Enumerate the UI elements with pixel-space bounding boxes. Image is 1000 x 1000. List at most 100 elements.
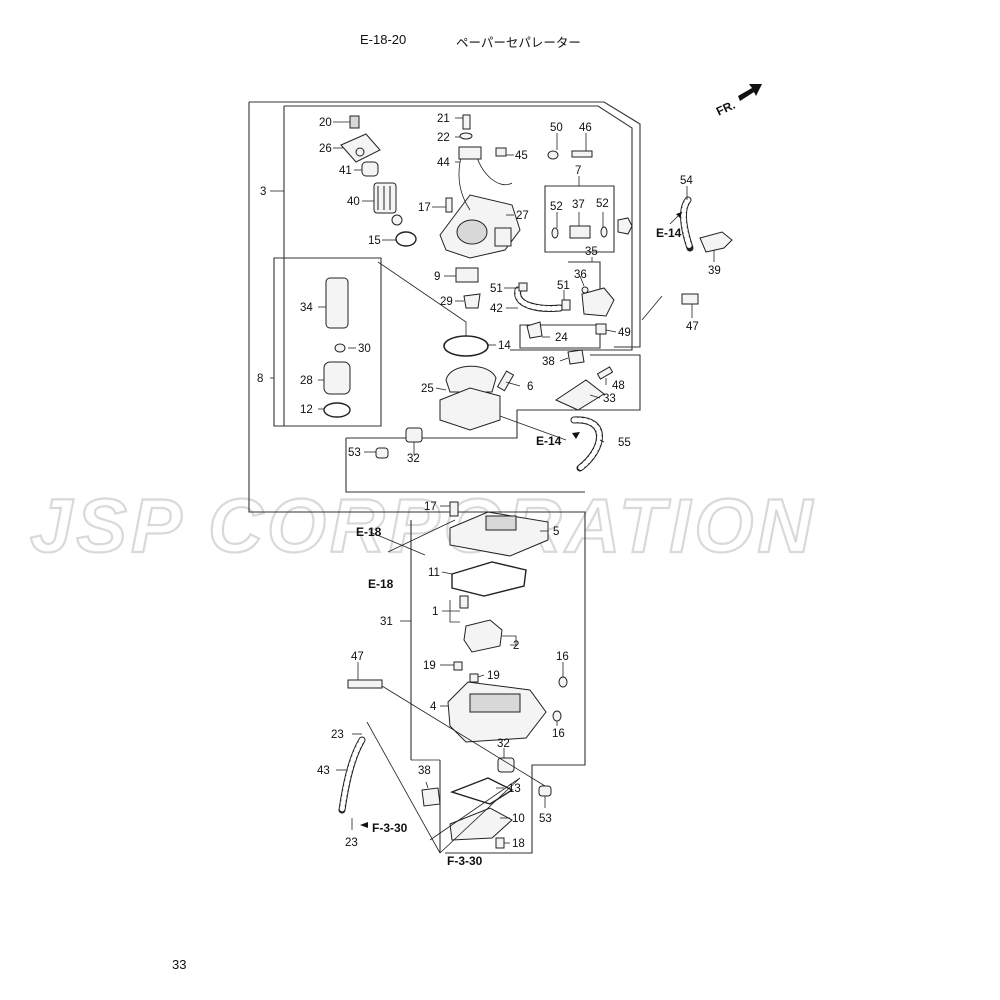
- part-32-grommet-2: [497, 757, 515, 773]
- callout-49: 49: [618, 327, 631, 339]
- callout-35: 35: [585, 246, 598, 258]
- part-48-bolt: [596, 366, 614, 380]
- part-34-fuel-pump: [325, 277, 349, 329]
- callout-47a: 47: [686, 321, 699, 333]
- filter-subassembly-frame: [273, 257, 382, 427]
- part-35-fitting: [581, 287, 615, 317]
- part-41-spring: [361, 161, 379, 177]
- part-50-washer: [547, 150, 559, 160]
- callout-41: 41: [339, 165, 352, 177]
- assembly-3-frame: [249, 101, 641, 348]
- callout-labels: 20 26 41 40 3 15 21 22 44 45 17 27 50 46…: [257, 113, 721, 850]
- bracket-7-frame: [544, 185, 615, 253]
- callout-28: 28: [300, 375, 313, 387]
- callout-8: 8: [257, 373, 263, 385]
- callout-11: 11: [428, 567, 440, 579]
- callout-15: 15: [368, 235, 381, 247]
- ref-e18-lower: E-18: [368, 577, 394, 591]
- ref-f330-left-arrow-icon: [360, 822, 368, 828]
- callout-6: 6: [527, 381, 533, 393]
- part-12-seal: [323, 402, 351, 418]
- callout-32a: 32: [407, 453, 420, 465]
- callout-38a: 38: [542, 356, 555, 368]
- part-45-clip: [495, 147, 507, 157]
- part-5-label: [485, 515, 517, 531]
- callout-16b: 16: [552, 728, 565, 740]
- ref-e18-upper: E-18: [356, 525, 382, 539]
- callout-53a: 53: [348, 447, 361, 459]
- part-32-grommet: [405, 427, 423, 443]
- part-15-seal-ring: [395, 231, 417, 247]
- callout-52b: 52: [596, 198, 609, 210]
- callout-52a: 52: [550, 201, 563, 213]
- callout-53b: 53: [539, 813, 552, 825]
- page-number: 33: [172, 957, 187, 972]
- callout-2: 2: [513, 640, 519, 652]
- fitting-frame: [519, 324, 601, 349]
- callout-48: 48: [612, 380, 625, 392]
- callout-43: 43: [317, 765, 330, 777]
- callout-22: 22: [437, 132, 450, 144]
- ref-f330-bottom: F-3-30: [447, 854, 483, 868]
- callout-10: 10: [512, 813, 525, 825]
- callout-36: 36: [574, 269, 587, 281]
- part-25-body: [439, 387, 501, 431]
- callout-33: 33: [603, 393, 616, 405]
- callout-39: 39: [708, 265, 721, 277]
- callout-37: 37: [572, 199, 585, 211]
- assembly-frames: [248, 101, 641, 854]
- part-21-bolt: [462, 114, 471, 130]
- part-1-sensor: [459, 595, 469, 609]
- part-49-plug: [595, 323, 607, 335]
- parts: [323, 114, 733, 849]
- ref-e14-top-arrow-icon: [676, 212, 682, 218]
- part-38-clip: [567, 349, 585, 365]
- callout-19a: 19: [423, 660, 436, 672]
- callout-21: 21: [437, 113, 450, 125]
- ref-e14-mid: E-14: [536, 434, 562, 448]
- part-24-clip: [526, 321, 543, 339]
- part-22-washer: [459, 132, 473, 140]
- callout-40: 40: [347, 196, 360, 208]
- part-16-o-ring-2: [552, 710, 562, 722]
- bracket-35-frame: [568, 261, 601, 292]
- cross-references: E-14 E-14 E-18 E-18 F-3-30 F-3-30: [356, 211, 683, 868]
- part-53-cap-2: [538, 785, 552, 797]
- callout-25: 25: [421, 383, 434, 395]
- part-51-clamp: [518, 282, 528, 292]
- callout-42: 42: [490, 303, 503, 315]
- part-37-spring: [569, 225, 591, 239]
- callout-50: 50: [550, 122, 563, 134]
- callout-17a: 17: [418, 202, 431, 214]
- callout-47b: 47: [351, 651, 364, 663]
- part-19-screw: [453, 661, 463, 671]
- callout-3: 3: [260, 186, 266, 198]
- part-27-boss: [494, 227, 512, 247]
- ref-e14-mid-arrow-icon: [572, 432, 580, 439]
- part-53-cap: [375, 447, 389, 459]
- part-47-bolt-2: [347, 679, 383, 689]
- part-18-screw: [495, 837, 505, 849]
- front-direction-arrow-icon: FR.: [714, 84, 762, 119]
- callout-54: 54: [680, 175, 693, 187]
- callout-51a: 51: [490, 283, 503, 295]
- callout-55: 55: [618, 437, 631, 449]
- part-5-cover: [449, 511, 549, 557]
- part-36-clip: [581, 286, 589, 294]
- part-14-o-ring: [443, 335, 489, 357]
- ref-e14-top: E-14: [656, 226, 682, 240]
- ref-f330-left: F-3-30: [372, 821, 408, 835]
- part-47-bolt: [681, 293, 699, 305]
- part-10-plate: [449, 807, 513, 841]
- part-46-bolt: [571, 150, 593, 158]
- part-26-hole: [355, 147, 365, 157]
- callout-9: 9: [434, 271, 440, 283]
- part-19-screw-2: [469, 673, 479, 683]
- part-52-washer: [551, 227, 559, 239]
- callout-17b: 17: [424, 501, 437, 513]
- part-44-connector: [458, 146, 482, 160]
- callout-34: 34: [300, 302, 313, 314]
- part-27-bore: [456, 219, 488, 245]
- watermark-text: JSP CORPORATION: [30, 484, 816, 569]
- part-17-screw-2: [449, 501, 459, 517]
